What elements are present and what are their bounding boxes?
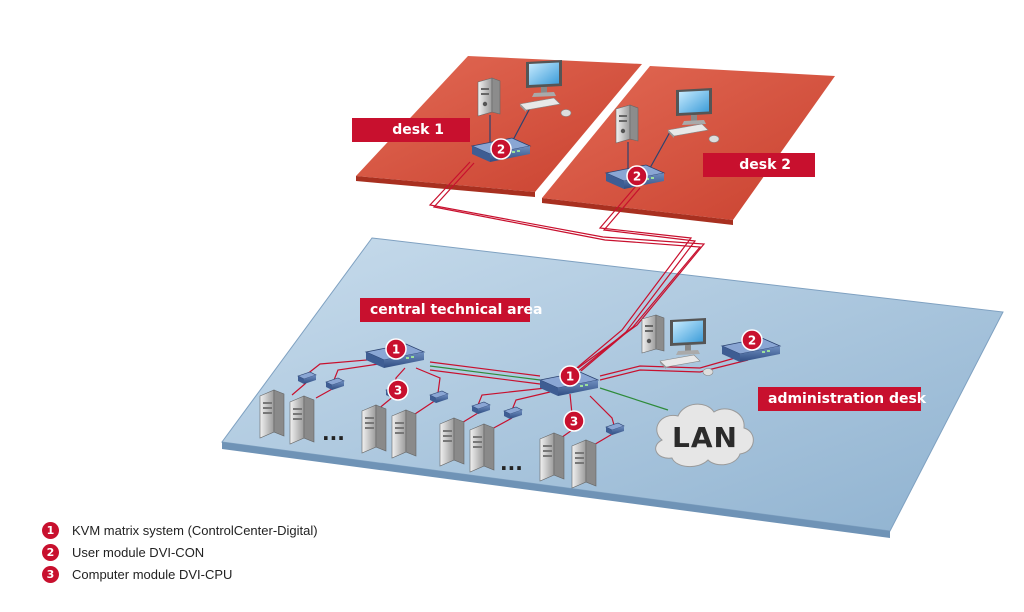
- svg-text:2: 2: [748, 334, 756, 348]
- desk-1-surface: [356, 56, 642, 192]
- central-technical-area-label: central technical area: [360, 298, 542, 322]
- lan-label: LAN: [672, 421, 738, 454]
- legend-text: Computer module DVI-CPU: [72, 566, 233, 582]
- server-icon: [361, 404, 387, 454]
- svg-text:3: 3: [394, 384, 402, 398]
- badge-kvm-matrix-1: 1: [385, 338, 407, 360]
- legend-text: KVM matrix system (ControlCenter-Digital…: [72, 522, 318, 538]
- cloud-icon: [655, 403, 754, 467]
- svg-text:3: 3: [570, 415, 578, 429]
- administration-desk-label: administration desk: [758, 387, 926, 411]
- more-servers-ellipsis: ...: [322, 421, 345, 445]
- server-icon: [539, 432, 565, 482]
- legend-item: 3 Computer module DVI-CPU: [42, 563, 318, 585]
- badge-computer-module-1: 3: [387, 379, 409, 401]
- server-icon: [259, 389, 285, 439]
- computer-tower-icon: [641, 314, 665, 354]
- desk-2-edge: [542, 198, 733, 225]
- legend-number-badge: 1: [42, 521, 59, 539]
- legend: 1 KVM matrix system (ControlCenter-Digit…: [42, 519, 318, 585]
- badge-computer-module-2: 3: [563, 410, 585, 432]
- legend-number-badge: 3: [42, 565, 59, 583]
- server-icon: [289, 395, 315, 445]
- badge-user-module-admin: 2: [741, 329, 763, 351]
- mouse-icon: [702, 368, 714, 376]
- mouse-icon: [560, 109, 572, 117]
- server-icon: [571, 439, 597, 489]
- server-icon: [391, 409, 417, 459]
- desk-1-label: desk 1: [352, 118, 470, 142]
- svg-text:1: 1: [392, 343, 400, 357]
- desk-1-edge: [356, 176, 535, 197]
- legend-item: 1 KVM matrix system (ControlCenter-Digit…: [42, 519, 318, 541]
- desk-2-equipment: [605, 88, 720, 190]
- central-cables: [291, 355, 749, 447]
- svg-text:2: 2: [497, 143, 505, 157]
- server-icon: [469, 423, 495, 473]
- computer-tower-icon: [477, 77, 501, 117]
- svg-text:2: 2: [633, 170, 641, 184]
- badge-kvm-matrix-2: 1: [559, 365, 581, 387]
- desk-1-equipment: [471, 60, 572, 163]
- mouse-icon: [708, 135, 720, 143]
- legend-number-badge: 2: [42, 543, 59, 561]
- computer-tower-icon: [615, 104, 639, 144]
- desk-cables: [428, 161, 706, 375]
- svg-text:1: 1: [566, 370, 574, 384]
- badge-user-module-desk2: 2: [626, 165, 648, 187]
- server-icon: [439, 417, 465, 467]
- central-floor-edge: [222, 442, 890, 538]
- desk-2-label: desk 2: [703, 153, 815, 177]
- badge-user-module-desk1: 2: [490, 138, 512, 160]
- more-servers-ellipsis: ...: [500, 451, 523, 475]
- legend-item: 2 User module DVI-CON: [42, 541, 318, 563]
- legend-text: User module DVI-CON: [72, 544, 205, 560]
